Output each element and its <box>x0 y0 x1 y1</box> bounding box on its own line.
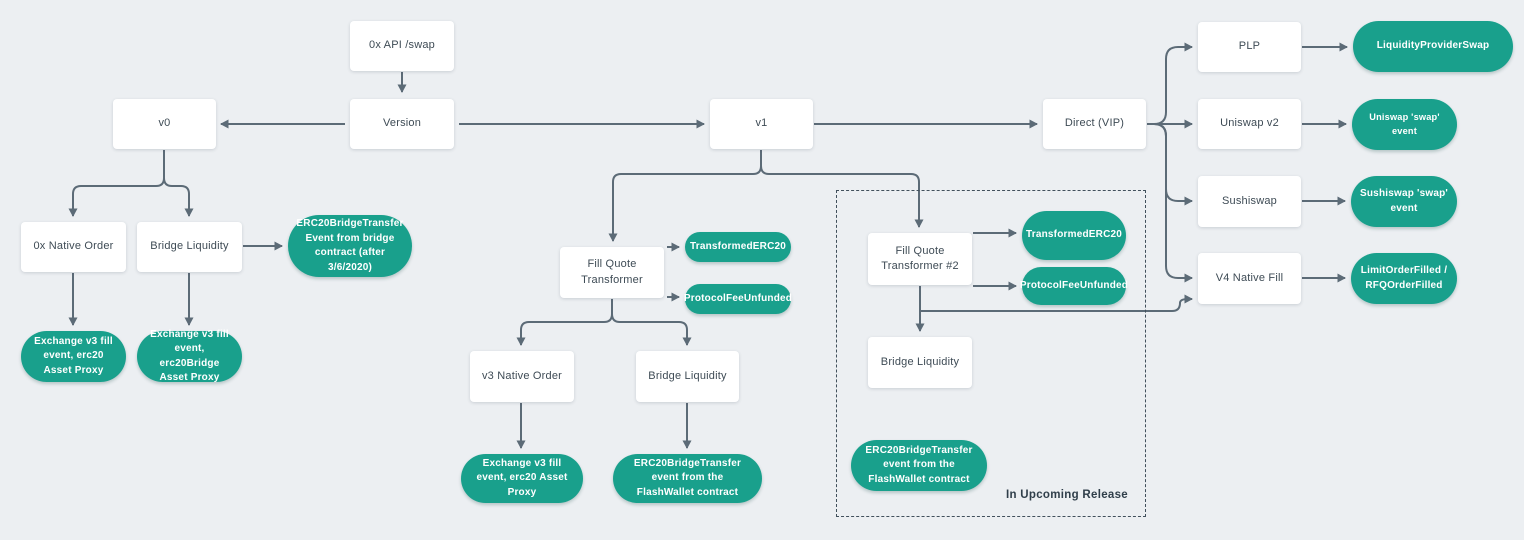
event-exchange-v3-fill-erc20-proxy-v0: Exchange v3 fill event, erc20 Asset Prox… <box>21 331 126 382</box>
upcoming-release-group: In Upcoming Release <box>836 190 1146 517</box>
upcoming-release-label: In Upcoming Release <box>1005 489 1128 501</box>
node-0x-api-swap: 0x API /swap <box>350 21 454 71</box>
event-transformed-erc20-2: TransformedERC20 <box>1022 211 1126 260</box>
event-erc20bridgetransfer-flashwallet-2: ERC20BridgeTransfer event from the Flash… <box>851 440 987 491</box>
event-transformed-erc20: TransformedERC20 <box>685 232 791 262</box>
event-exchange-v3-fill-erc20bridge-proxy: Exchange v3 fill event, erc20Bridge Asse… <box>137 329 242 383</box>
event-sushiswap-swap: Sushiswap 'swap' event <box>1351 176 1457 227</box>
node-fill-quote-transformer: Fill Quote Transformer <box>560 247 664 298</box>
node-bridge-liquidity-v1: Bridge Liquidity <box>636 351 739 402</box>
event-erc20bridgetransfer-bridge-contract: ERC20BridgeTransfer Event from bridge co… <box>288 215 412 277</box>
node-v0: v0 <box>113 99 216 149</box>
node-fill-quote-transformer-2: Fill Quote Transformer #2 <box>868 233 972 285</box>
node-0x-native-order: 0x Native Order <box>21 222 126 272</box>
event-liquidity-provider-swap: LiquidityProviderSwap <box>1353 21 1513 72</box>
node-plp: PLP <box>1198 22 1301 72</box>
node-direct-vip: Direct (VIP) <box>1043 99 1146 149</box>
node-uniswap-v2: Uniswap v2 <box>1198 99 1301 149</box>
event-protocol-fee-unfunded: ProtocolFeeUnfunded <box>684 284 792 314</box>
event-limitorderfilled-rfqorderfilled: LimitOrderFilled / RFQOrderFilled <box>1351 253 1457 304</box>
node-v4-native-fill: V4 Native Fill <box>1198 253 1301 304</box>
event-erc20bridgetransfer-flashwallet-v1: ERC20BridgeTransfer event from the Flash… <box>613 454 762 503</box>
node-v1: v1 <box>710 99 813 149</box>
node-bridge-liquidity-v0: Bridge Liquidity <box>137 222 242 272</box>
node-sushiswap: Sushiswap <box>1198 176 1301 227</box>
event-uniswap-swap: Uniswap 'swap' event <box>1352 99 1457 150</box>
event-protocol-fee-unfunded-2: ProtocolFeeUnfunded <box>1020 267 1128 305</box>
node-v3-native-order: v3 Native Order <box>470 351 574 402</box>
node-bridge-liquidity-2: Bridge Liquidity <box>868 337 972 388</box>
event-exchange-v3-fill-erc20-proxy-v1: Exchange v3 fill event, erc20 Asset Prox… <box>461 454 583 503</box>
node-version: Version <box>350 99 454 149</box>
